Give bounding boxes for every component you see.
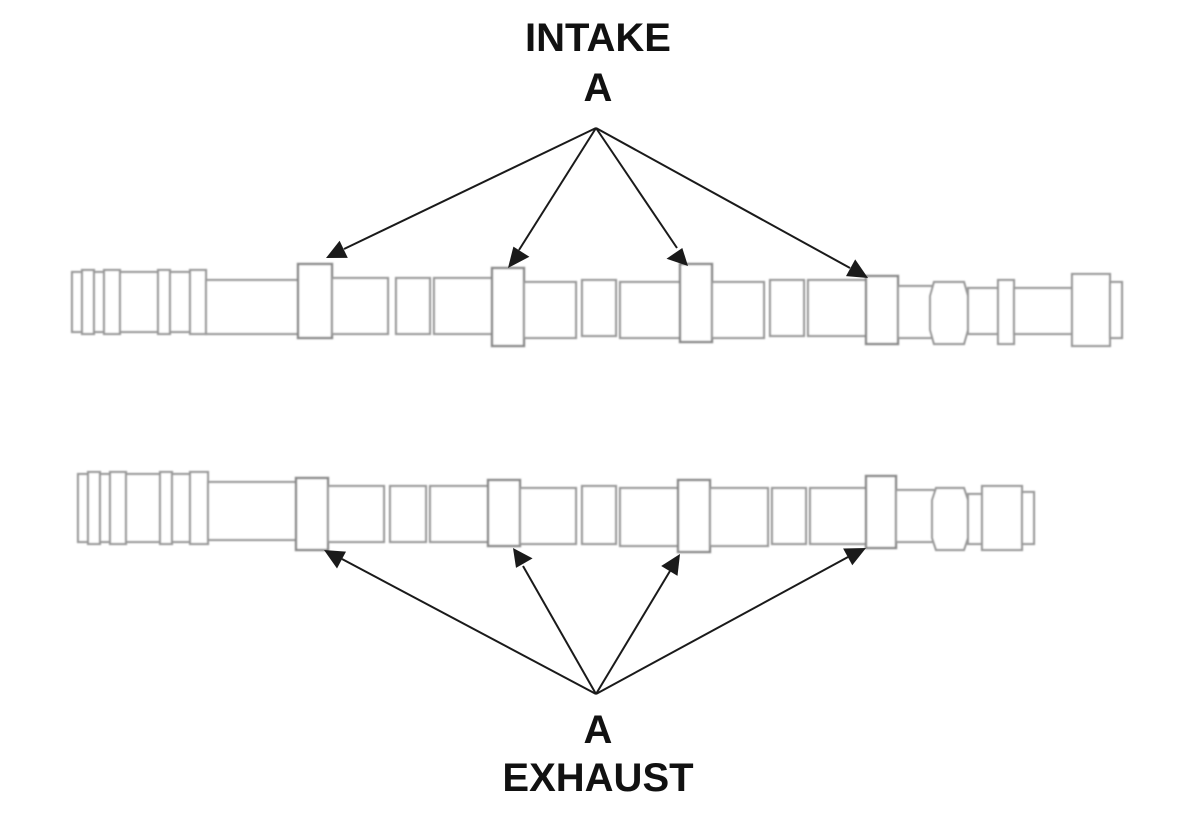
intake-lobe-2 bbox=[490, 266, 526, 348]
exhaust-callout-letter: A bbox=[583, 708, 613, 752]
exhaust-arrowhead-2 bbox=[513, 548, 533, 568]
intake-leader-2 bbox=[518, 127, 597, 251]
intake-leader-3 bbox=[595, 127, 678, 249]
intake-leader-lines bbox=[326, 127, 868, 278]
exhaust-lobe-1 bbox=[294, 476, 330, 552]
exhaust-arrowhead-4 bbox=[843, 548, 866, 566]
intake-arrowhead-1 bbox=[326, 240, 348, 258]
intake-camshaft bbox=[70, 262, 1124, 348]
intake-leader-4 bbox=[595, 127, 851, 269]
exhaust-leader-3 bbox=[595, 570, 671, 695]
intake-leader-1 bbox=[343, 127, 597, 250]
exhaust-arrowhead-3 bbox=[661, 554, 680, 576]
intake-lobe-4 bbox=[864, 274, 900, 346]
exhaust-lobe-3 bbox=[676, 478, 712, 554]
intake-lobe-1 bbox=[296, 262, 334, 340]
exhaust-leader-lines bbox=[324, 548, 866, 695]
intake-arrowhead-2 bbox=[508, 246, 530, 268]
exhaust-leader-1 bbox=[341, 558, 597, 695]
exhaust-camshaft bbox=[76, 470, 1036, 554]
intake-arrowhead-4 bbox=[846, 259, 868, 278]
exhaust-leader-4 bbox=[595, 556, 849, 695]
exhaust-lobe-4 bbox=[864, 474, 898, 550]
exhaust-lobe-2 bbox=[486, 478, 522, 548]
exhaust-title: EXHAUST bbox=[502, 756, 694, 800]
exhaust-leader-2 bbox=[522, 565, 597, 695]
intake-callout-letter: A bbox=[583, 66, 613, 110]
intake-lobe-3 bbox=[678, 262, 714, 344]
intake-title: INTAKE bbox=[525, 16, 671, 60]
intake-arrowhead-3 bbox=[666, 248, 688, 266]
exhaust-arrowhead-1 bbox=[324, 550, 346, 569]
